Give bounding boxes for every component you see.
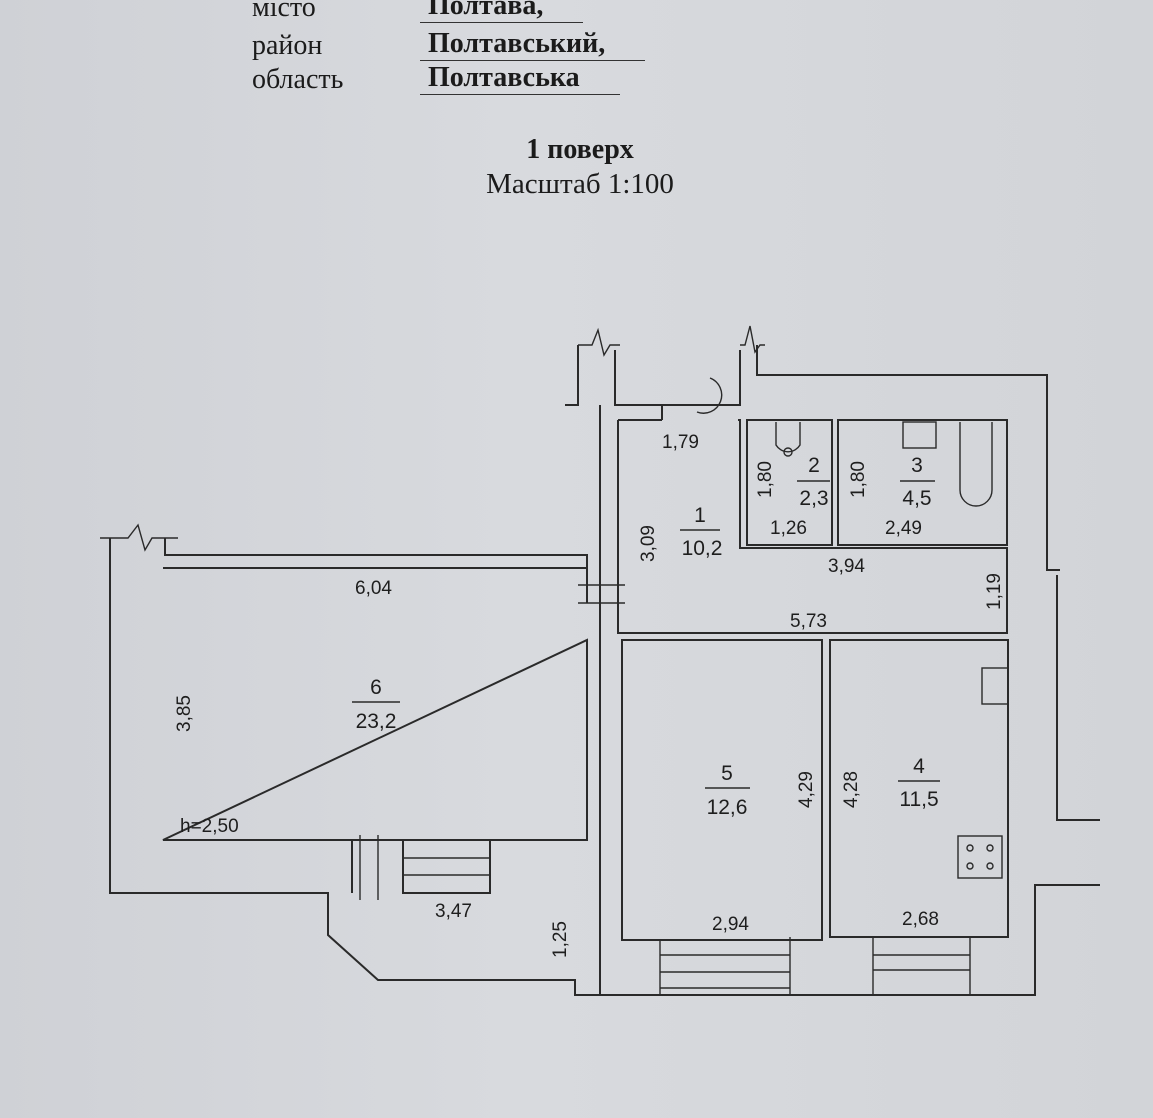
- sink-icon: [902, 421, 937, 449]
- ceiling-height: h=2,50: [180, 816, 239, 837]
- region-value: Полтавська: [420, 64, 620, 95]
- floor-title: 1 поверх: [526, 134, 634, 165]
- room-labels: 1 10,2 2 2,3 3 4,5 4 11,5 5 12,6 6 23,2: [352, 454, 940, 819]
- scale-label: Масштаб 1:100: [486, 168, 674, 200]
- dim-r5-width: 2,94: [712, 914, 749, 935]
- interior-walls: [359, 419, 1009, 995]
- room-3-area: 4,5: [902, 487, 931, 510]
- stove-icon: [957, 835, 1003, 879]
- dim-r5-height: 4,29: [796, 771, 817, 808]
- dim-r6-height: 3,85: [174, 695, 195, 732]
- dim-r4-height: 4,28: [841, 771, 862, 808]
- dim-r4-width: 2,68: [902, 909, 939, 930]
- room-4-area: 11,5: [899, 788, 938, 811]
- dim-r1-width: 1,79: [662, 432, 699, 453]
- district-value: Полтавський,: [420, 30, 646, 61]
- dim-r2-height: 1,80: [755, 461, 776, 498]
- dim-r3-height: 1,80: [848, 461, 869, 498]
- toilet-bowl-icon: [783, 447, 793, 457]
- dim-corridor-length: 5,73: [790, 611, 827, 632]
- room-3-number: 3: [911, 454, 923, 477]
- city-value: Полтава,: [420, 0, 584, 23]
- outer-walls: [100, 325, 1100, 996]
- fixtures: [696, 377, 1009, 879]
- room-2-number: 2: [808, 454, 820, 477]
- room-5-area: 12,6: [707, 796, 748, 819]
- dim-balcony-width: 3,47: [435, 901, 472, 922]
- dim-corridor-width: 3,94: [828, 556, 865, 577]
- room-1-area: 10,2: [682, 537, 723, 560]
- dim-r6-width: 6,04: [355, 578, 392, 599]
- dimension-labels: 1,79 3,09 1,80 1,26 1,80 2,49 3,94 1,19 …: [174, 432, 1005, 958]
- city-label: місто: [252, 0, 316, 23]
- boiler-icon: [981, 667, 1009, 705]
- dim-balcony-depth: 1,25: [550, 921, 571, 958]
- dim-corridor-height: 1,19: [984, 573, 1005, 610]
- room-2-area: 2,3: [799, 487, 828, 510]
- dim-r2-width: 1,26: [770, 518, 807, 539]
- dim-r1-height: 3,09: [638, 525, 659, 562]
- region-label: область: [252, 64, 344, 95]
- room-6-number: 6: [370, 676, 382, 699]
- room-6-area: 23,2: [356, 710, 397, 733]
- door-swing-icon: [696, 377, 723, 414]
- room-4-number: 4: [913, 755, 925, 778]
- dim-r3-width: 2,49: [885, 518, 922, 539]
- room-5-number: 5: [721, 762, 733, 785]
- district-label: район: [252, 30, 323, 61]
- toilet-icon: [775, 422, 801, 453]
- bathtub-icon: [959, 422, 993, 507]
- room-1-number: 1: [694, 504, 706, 527]
